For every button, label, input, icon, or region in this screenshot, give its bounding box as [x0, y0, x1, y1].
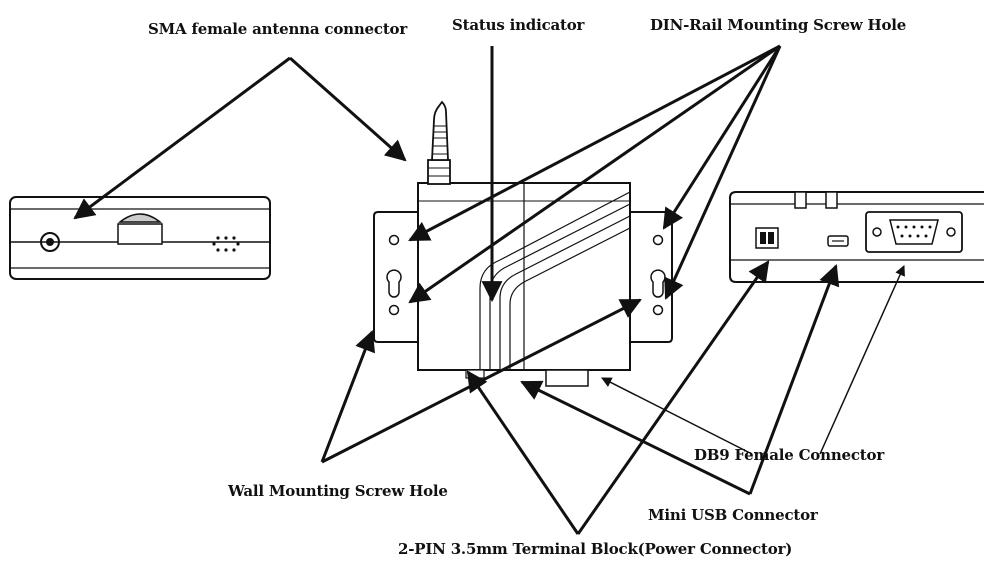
label-db9-connector: DB9 Female Connector: [694, 446, 885, 464]
terminal-block-icon: [755, 227, 779, 249]
arrow-db9-1: [601, 377, 753, 455]
label-status-indicator: Status indicator: [452, 16, 585, 34]
arrow-din-1: [408, 44, 781, 242]
arrow-din-2: [408, 44, 781, 304]
arrow-usb-2: [748, 264, 840, 495]
center-top-view: [373, 100, 673, 387]
arrow-sma-left: [73, 56, 291, 220]
antenna-icon: [427, 100, 451, 185]
keyhole-left-icon: [386, 269, 402, 298]
sma-connector-icon: [40, 232, 60, 252]
arrow-terminal-1: [466, 370, 580, 535]
arrow-din-4: [664, 45, 782, 300]
label-mini-usb-connector: Mini USB Connector: [648, 506, 818, 524]
db9-protrusion: [545, 369, 589, 387]
arrow-wall-1: [320, 330, 376, 463]
left-side-view: [9, 196, 271, 280]
arrow-db9-2: [819, 265, 905, 455]
label-wall-mounting-hole: Wall Mounting Screw Hole: [228, 482, 448, 500]
left-mounting-flange: [373, 211, 421, 343]
right-side-view: [729, 191, 984, 283]
label-terminal-block: 2-PIN 3.5mm Terminal Block(Power Connect…: [398, 540, 793, 558]
label-sma-antenna: SMA female antenna connector: [148, 20, 408, 38]
vent-dots-icon: [212, 236, 240, 252]
left-view-body: [9, 196, 271, 280]
arrow-usb-1: [520, 380, 751, 496]
arrow-terminal-2: [576, 260, 770, 535]
leader-arrows: [73, 44, 840, 535]
label-din-rail-hole: DIN-Rail Mounting Screw Hole: [650, 16, 907, 34]
arrow-sma-antenna: [289, 56, 407, 162]
arrow-din-3: [662, 45, 782, 230]
